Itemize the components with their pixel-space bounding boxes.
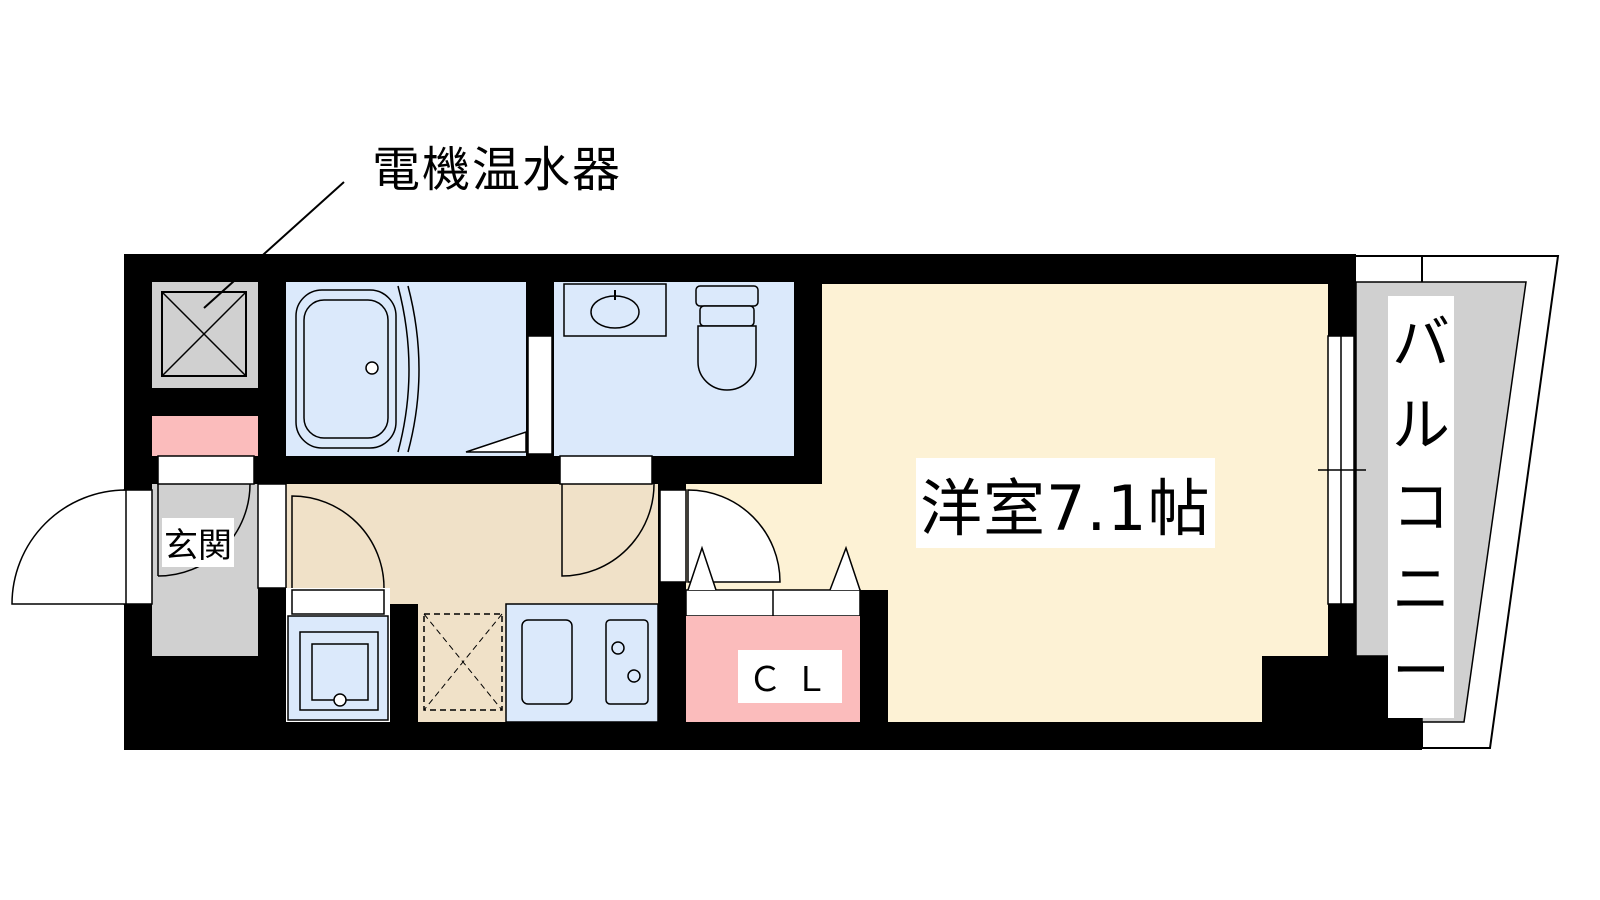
entrance-floor: [152, 484, 258, 656]
heater-leader-line: [203, 181, 345, 309]
entrance-door-frame: [123, 489, 153, 605]
toilet-tank: [695, 285, 759, 307]
washroom-door-swing: [561, 483, 655, 577]
kitchen-floor: [286, 484, 658, 604]
bathtub: [295, 289, 397, 449]
stove: [605, 619, 649, 705]
water-heater-label: 電機温水器: [372, 142, 623, 198]
kitchen-sink: [521, 619, 573, 705]
room-door-swing: [687, 489, 781, 583]
entrance-label: 玄関: [162, 518, 234, 567]
closet-label: ＣＬ: [738, 650, 842, 703]
wash-basin: [590, 295, 640, 329]
kitchen-door-swing: [291, 495, 385, 589]
washing-machine-drain: [333, 693, 347, 707]
balcony-label: バルコニー: [1388, 296, 1454, 718]
room-label: 洋室7.1帖: [916, 458, 1215, 548]
bathtub-drain: [365, 361, 379, 375]
toilet-bowl: [697, 325, 757, 391]
front-door: [11, 489, 127, 605]
room-door-frame: [659, 489, 687, 583]
bath-door-swing: [465, 430, 527, 453]
water-heater-icon: [161, 291, 247, 377]
kitchen-door-frame: [257, 483, 287, 589]
shoe-box: [152, 416, 258, 456]
